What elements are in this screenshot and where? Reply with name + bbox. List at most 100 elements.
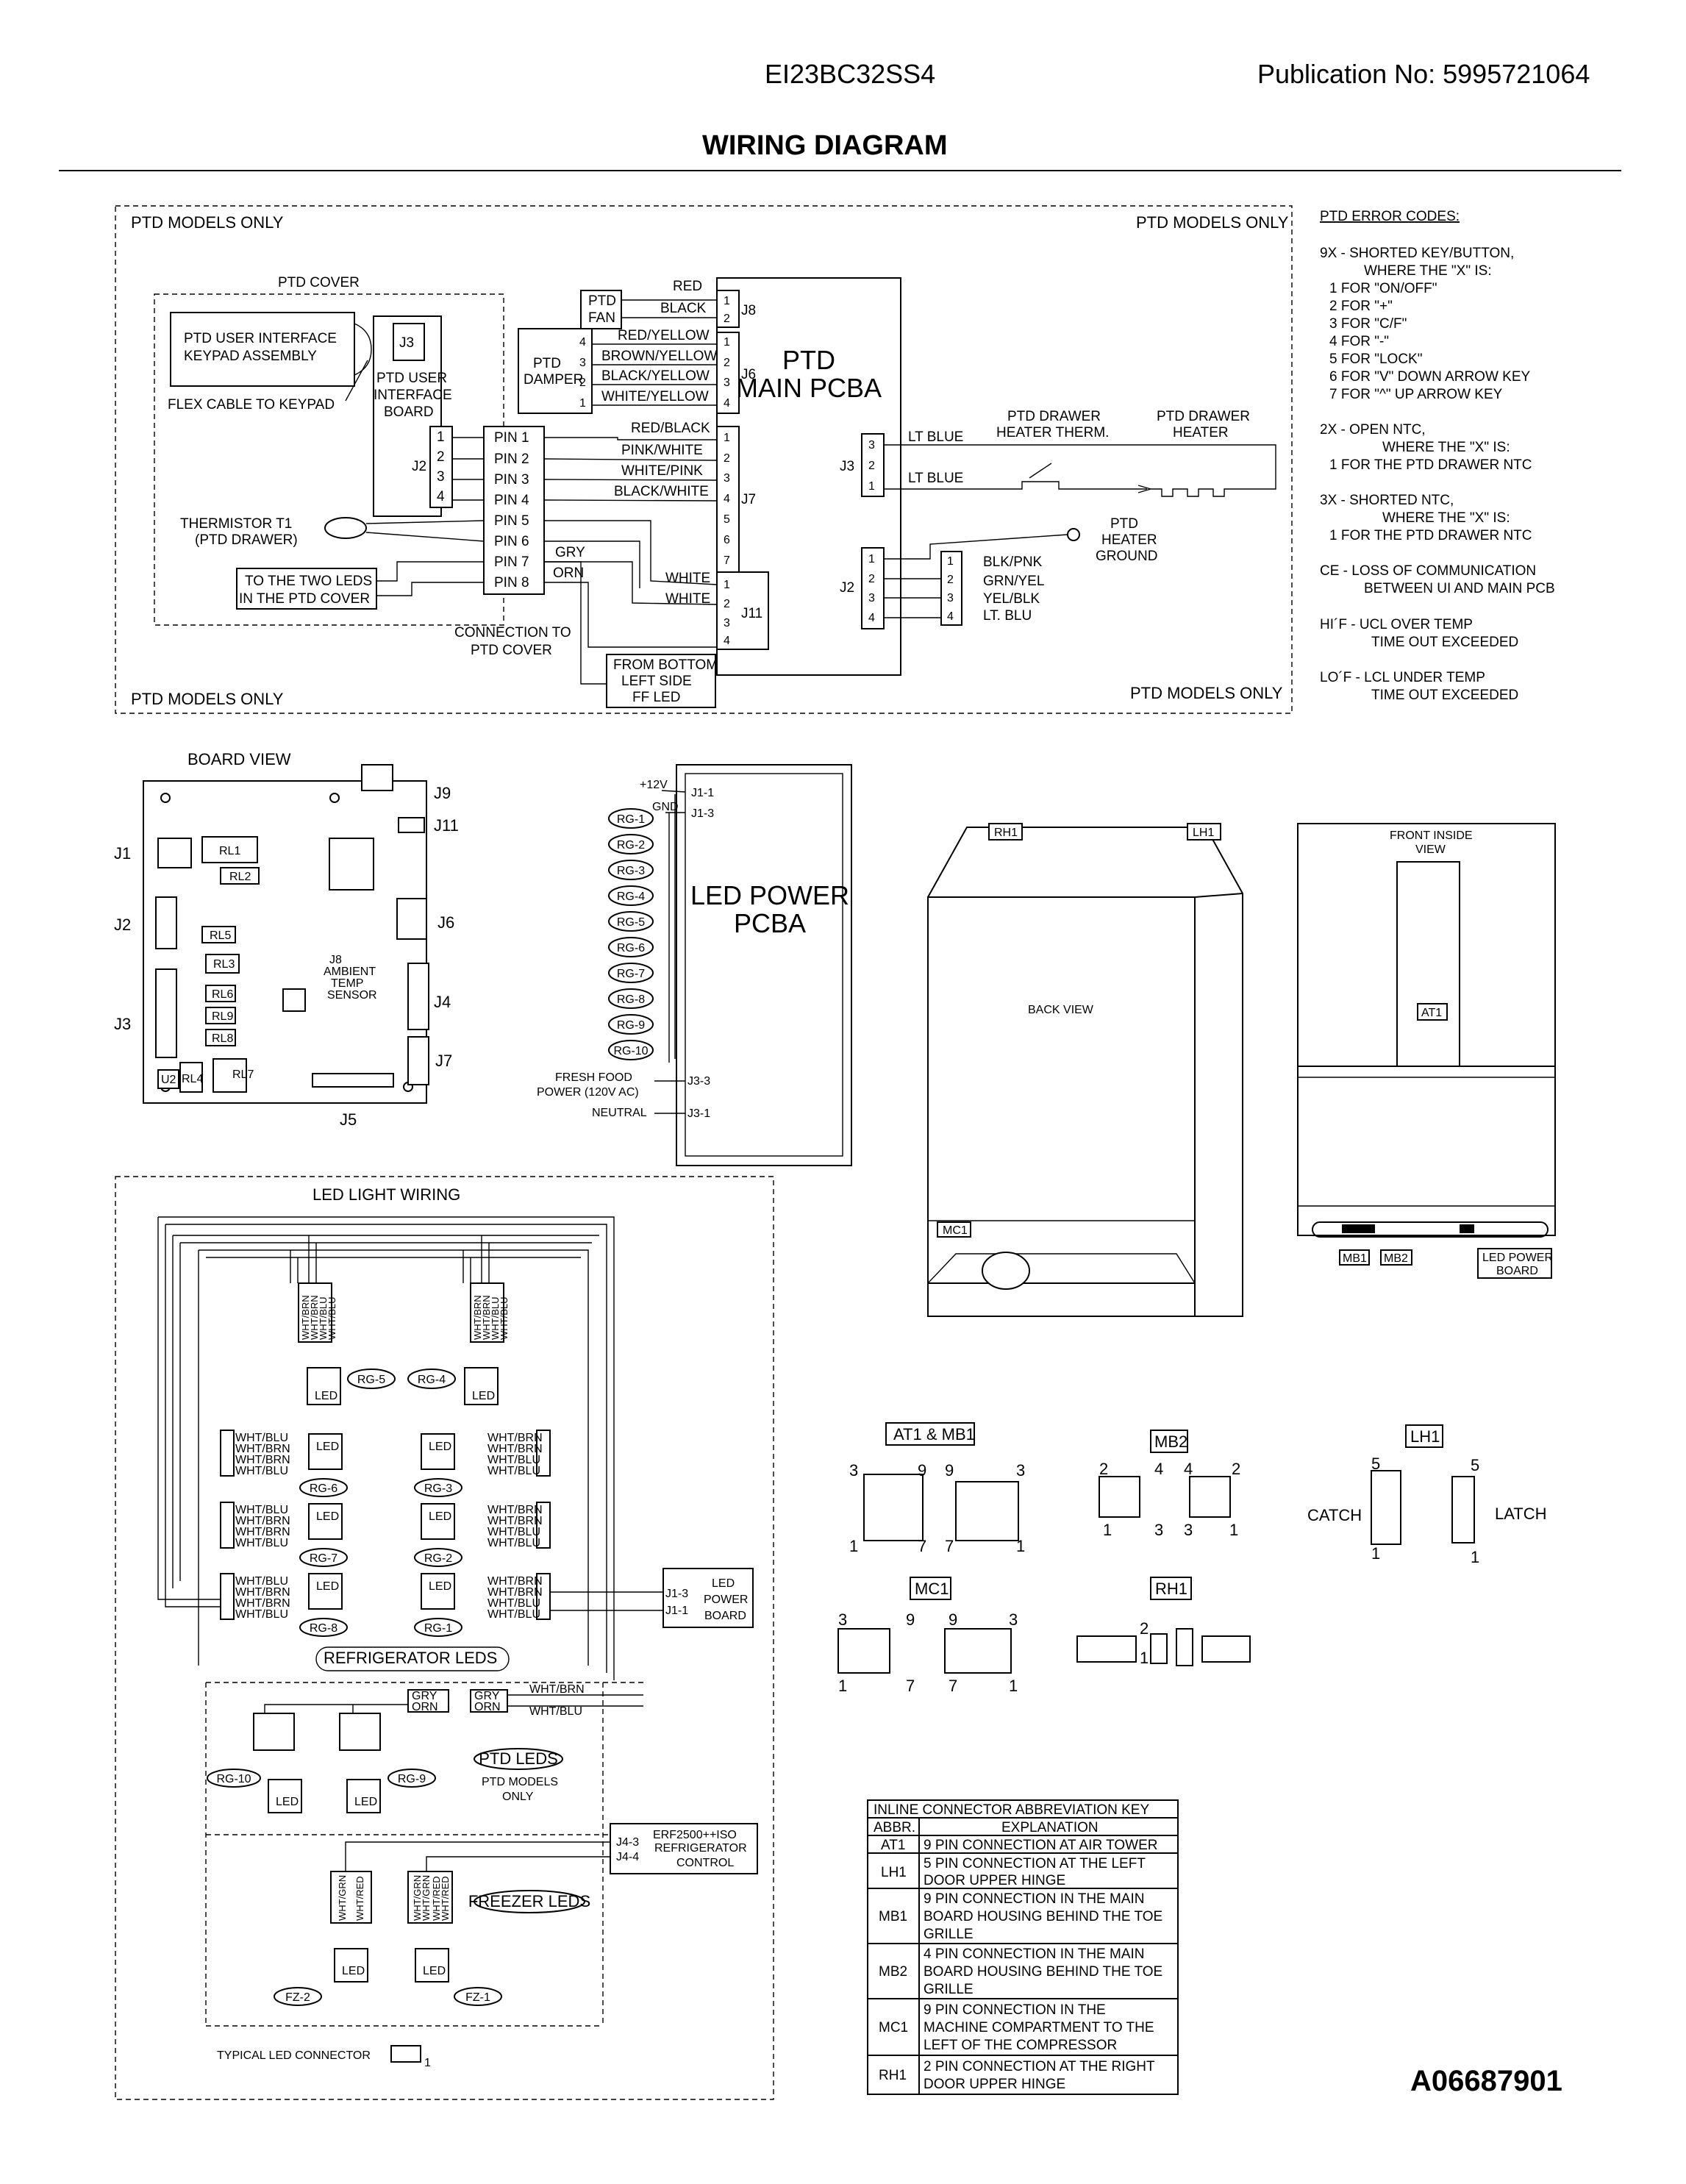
ui-board-j3-label: J3 bbox=[399, 335, 414, 351]
svg-text:4: 4 bbox=[868, 612, 875, 624]
rg4-connector bbox=[470, 1282, 504, 1343]
svg-text:RG-7: RG-7 bbox=[617, 968, 645, 980]
erf-j4-4: J4-4 bbox=[616, 1851, 639, 1863]
rh1-connector-d-icon bbox=[1201, 1635, 1251, 1663]
lh1-pin-numbers: 5 1 5 1 bbox=[1371, 1455, 1479, 1566]
svg-text:1: 1 bbox=[1371, 1544, 1380, 1563]
ptd-fan-label1: PTD bbox=[588, 293, 616, 309]
svg-text:9: 9 bbox=[918, 1461, 926, 1480]
relay-label: RL9 bbox=[212, 1010, 233, 1023]
svg-text:1: 1 bbox=[724, 579, 730, 591]
main-board-outline bbox=[143, 780, 427, 1104]
svg-text:3: 3 bbox=[947, 592, 954, 604]
wiring-led-power-board bbox=[662, 1568, 754, 1628]
svg-text:WHT/BRN: WHT/BRN bbox=[487, 1515, 543, 1527]
damper-pin-labels: 4 3 2 1 bbox=[579, 336, 586, 410]
main-pcba-label1: PTD bbox=[782, 345, 835, 375]
led-label: LED bbox=[472, 1390, 495, 1402]
svg-text:RG-10: RG-10 bbox=[613, 1045, 648, 1057]
mb2-pin-numbers: 2 4 1 3 4 2 3 1 bbox=[1099, 1460, 1240, 1539]
lh1-tag2 bbox=[1405, 1424, 1443, 1448]
svg-text:3: 3 bbox=[849, 1461, 858, 1480]
abbr-cell: MC1 bbox=[879, 2020, 908, 2035]
svg-text:2: 2 bbox=[868, 573, 875, 585]
erf-control-box bbox=[610, 1823, 758, 1874]
pin-to-main-wires bbox=[543, 299, 718, 685]
relay-rl6 bbox=[205, 985, 236, 1002]
j1-1-label: J1-1 bbox=[691, 787, 714, 799]
wht-brn-label: WHT/BRN bbox=[529, 1683, 585, 1696]
abbr-explanation: DOOR UPPER HINGE bbox=[924, 1873, 1065, 1888]
board-u2 bbox=[157, 1069, 179, 1089]
main-j2 bbox=[861, 547, 885, 629]
svg-text:5: 5 bbox=[724, 513, 730, 526]
rg5-led bbox=[307, 1367, 341, 1405]
mb2-tag bbox=[1380, 1249, 1412, 1266]
relay-label: RL5 bbox=[210, 929, 231, 942]
svg-text:4: 4 bbox=[724, 635, 730, 647]
rg5-label: RG-5 bbox=[357, 1374, 385, 1386]
typical-led-connector-label: TYPICAL LED CONNECTOR bbox=[217, 2049, 371, 2062]
ptd-leds-label: PTD LEDS bbox=[479, 1749, 558, 1768]
flex-cable-curve bbox=[354, 323, 372, 376]
rg10-label: RG-10 bbox=[216, 1773, 251, 1785]
board-chip bbox=[282, 988, 306, 1012]
svg-text:WHT/BLU: WHT/BLU bbox=[487, 1526, 540, 1538]
relay-rl1 bbox=[201, 836, 258, 863]
mb1-tag bbox=[1339, 1249, 1370, 1266]
back-view-label: BACK VIEW bbox=[1028, 1004, 1094, 1016]
led-row-labels: LED LED LED LED LED LED bbox=[316, 1441, 451, 1593]
svg-text:3: 3 bbox=[724, 377, 730, 389]
abbr-cell: RH1 bbox=[879, 2068, 907, 2083]
mb1-connector-icon bbox=[955, 1481, 1019, 1541]
svg-text:1: 1 bbox=[868, 480, 875, 493]
svg-text:2: 2 bbox=[724, 313, 730, 325]
svg-text:RG-5: RG-5 bbox=[617, 916, 645, 929]
error-line: CE - LOSS OF COMMUNICATION bbox=[1320, 563, 1536, 579]
ptd-damper-label2: DAMPER bbox=[524, 372, 583, 388]
pin-labels: PIN 1 PIN 2 PIN 3 PIN 4 PIN 5 PIN 6 PIN … bbox=[494, 430, 529, 590]
svg-text:2: 2 bbox=[437, 449, 445, 465]
error-line: WHERE THE "X" IS: bbox=[1382, 510, 1510, 526]
rh1-tag-label: RH1 bbox=[994, 827, 1018, 839]
svg-text:WHT/BRN: WHT/BRN bbox=[235, 1586, 290, 1599]
svg-text:RG-6: RG-6 bbox=[617, 942, 645, 954]
svg-text:1: 1 bbox=[724, 336, 730, 349]
mc1-pin-numbers: 3 9 1 7 9 3 7 1 bbox=[838, 1610, 1018, 1695]
fresh-food-label2: POWER (120V AC) bbox=[537, 1086, 639, 1099]
svg-text:2: 2 bbox=[1099, 1460, 1108, 1478]
main-j6-label: J6 bbox=[741, 367, 756, 382]
at1-tag bbox=[1417, 1003, 1448, 1021]
svg-text:1: 1 bbox=[579, 397, 586, 410]
ptd-models-only-br: PTD MODELS ONLY bbox=[1130, 684, 1283, 702]
led-light-wiring: LED LIGHT WIRING WHT/BRN WHT/BRN WHT/BLU bbox=[115, 1176, 774, 2100]
abbr-cell: AT1 bbox=[881, 1838, 905, 1853]
freezer-leds-label: FREEZER LEDS bbox=[468, 1892, 590, 1910]
ptd-led-inline-b bbox=[470, 1689, 508, 1713]
rg9-led bbox=[346, 1779, 381, 1813]
abbr-explanation: 2 PIN CONNECTION AT THE RIGHT bbox=[924, 2059, 1155, 2074]
j2-wire-4: LT. BLU bbox=[983, 608, 1032, 624]
svg-text:1: 1 bbox=[1103, 1521, 1112, 1539]
led-label: LED bbox=[423, 1965, 446, 1977]
erf-label: CONTROL bbox=[676, 1857, 734, 1869]
board-view-title: BOARD VIEW bbox=[187, 750, 291, 768]
svg-text:RG-3: RG-3 bbox=[424, 1482, 452, 1495]
fz1-connector bbox=[407, 1871, 453, 1924]
gnd-label: GND bbox=[652, 801, 679, 813]
led-power-board-tag bbox=[1477, 1248, 1552, 1279]
abbr-cell: LH1 bbox=[881, 1865, 907, 1880]
thermistor-t1 bbox=[324, 517, 367, 539]
led-wiring-title: LED LIGHT WIRING bbox=[312, 1185, 460, 1204]
lh1-latch-icon bbox=[1451, 1476, 1475, 1544]
mb2-connector-a-icon bbox=[1099, 1476, 1140, 1518]
svg-text:WHT/BRN: WHT/BRN bbox=[487, 1575, 543, 1588]
catch-label: CATCH bbox=[1307, 1506, 1362, 1524]
pin7-orn: ORN bbox=[553, 565, 584, 581]
board-j4-label: J4 bbox=[434, 993, 451, 1011]
j3-3-label: J3-3 bbox=[687, 1075, 710, 1088]
abbr-explanation: BOARD HOUSING BEHIND THE TOE bbox=[924, 1964, 1162, 1980]
